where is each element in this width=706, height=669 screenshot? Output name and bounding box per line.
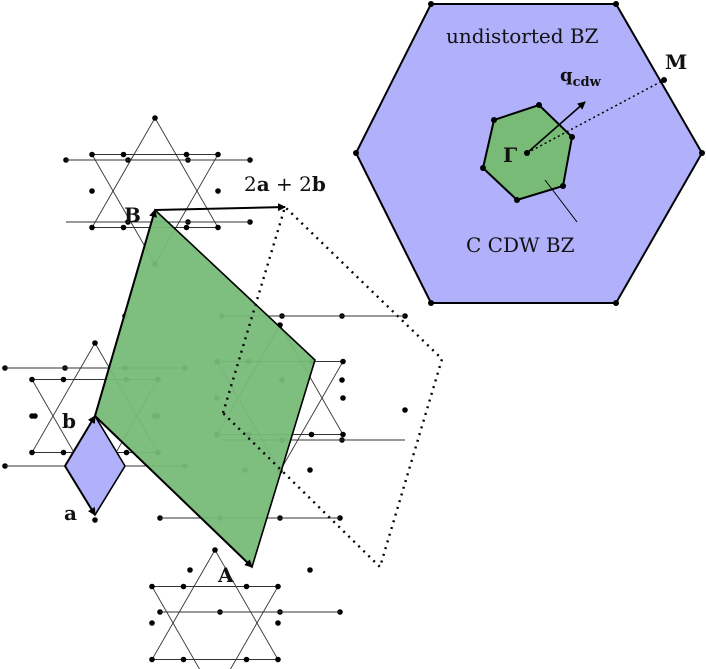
q-subscript-label: cdw [573, 75, 602, 90]
vector-b-label: b [62, 409, 76, 433]
vector-b-arrow [94, 209, 157, 417]
lattice-site [149, 620, 155, 626]
lattice-site [60, 449, 67, 456]
lattice-site [149, 583, 155, 590]
lattice-site [123, 449, 130, 456]
shift-plus-label: + 2 [270, 172, 312, 196]
lattice-site [152, 115, 158, 121]
lattice-site [92, 340, 98, 346]
lattice-site [275, 583, 281, 590]
bz-vertex-dots [353, 1, 705, 306]
lattice-site [120, 151, 127, 158]
undistorted-bz-label: undistorted BZ [446, 24, 599, 48]
lattice-site [308, 431, 315, 438]
lattice-site [89, 151, 95, 158]
brillouin-zone-panel: undistorted BZ C CDW BZ Γ M qcdw [353, 1, 705, 306]
lattice-site [340, 395, 346, 401]
kagome-down-triangle [151, 586, 279, 669]
q-main-label: q [560, 65, 573, 86]
gamma-m-path [526, 79, 665, 154]
lattice-site [243, 656, 250, 663]
lattice-site [339, 377, 345, 383]
m-point-label: M [665, 50, 687, 74]
lattice-site [215, 188, 221, 194]
vector-a-label: a [64, 501, 77, 525]
kagome-star-cluster [149, 547, 281, 669]
lattice-site [29, 449, 35, 456]
shift-coef-label: 2 [244, 172, 257, 196]
vector-A-label: A [217, 563, 234, 587]
shift-vector-label: 2a + 2b [244, 172, 326, 196]
lattice-site [243, 583, 250, 590]
lattice-site [89, 224, 95, 231]
kagome-up-triangle [151, 549, 279, 660]
lattice-site [32, 413, 38, 419]
vector-B-label: B [124, 203, 141, 227]
lattice-site [149, 656, 155, 663]
lattice-site [29, 376, 35, 383]
gamma-label: Γ [503, 143, 517, 167]
lattice-site [183, 151, 190, 158]
lattice-site [92, 517, 98, 523]
lattice-site [275, 620, 281, 626]
lattice-site [307, 567, 313, 573]
lattice-site [89, 188, 95, 194]
lattice-site [215, 151, 221, 158]
cdw-supercell [94, 208, 316, 569]
lattice-site [183, 224, 190, 231]
vector-A-arrow [94, 415, 253, 568]
lattice-site [180, 656, 187, 663]
lattice-site [212, 547, 218, 553]
lattice-site [340, 358, 346, 365]
cdw-bz-label: C CDW BZ [466, 233, 575, 257]
lattice-site [340, 431, 346, 438]
lattice-site [215, 224, 221, 231]
shift-a-label: a [257, 172, 270, 196]
q-cdw-arrow [526, 101, 586, 154]
shift-b-label: b [312, 172, 326, 196]
unit-b-arrow [64, 415, 96, 467]
lattice-site [60, 376, 67, 383]
lattice-site [187, 567, 193, 573]
cdw-bz-pointer-line [544, 179, 578, 223]
lattice-site [275, 656, 281, 663]
lattice-site [120, 224, 127, 231]
lattice-site [402, 407, 408, 413]
q-cdw-label: qcdw [560, 65, 602, 90]
lattice-site [180, 583, 187, 590]
unit-a-arrow [64, 465, 96, 516]
vector-2a2b-arrow [154, 203, 286, 212]
lattice-site [307, 467, 313, 473]
